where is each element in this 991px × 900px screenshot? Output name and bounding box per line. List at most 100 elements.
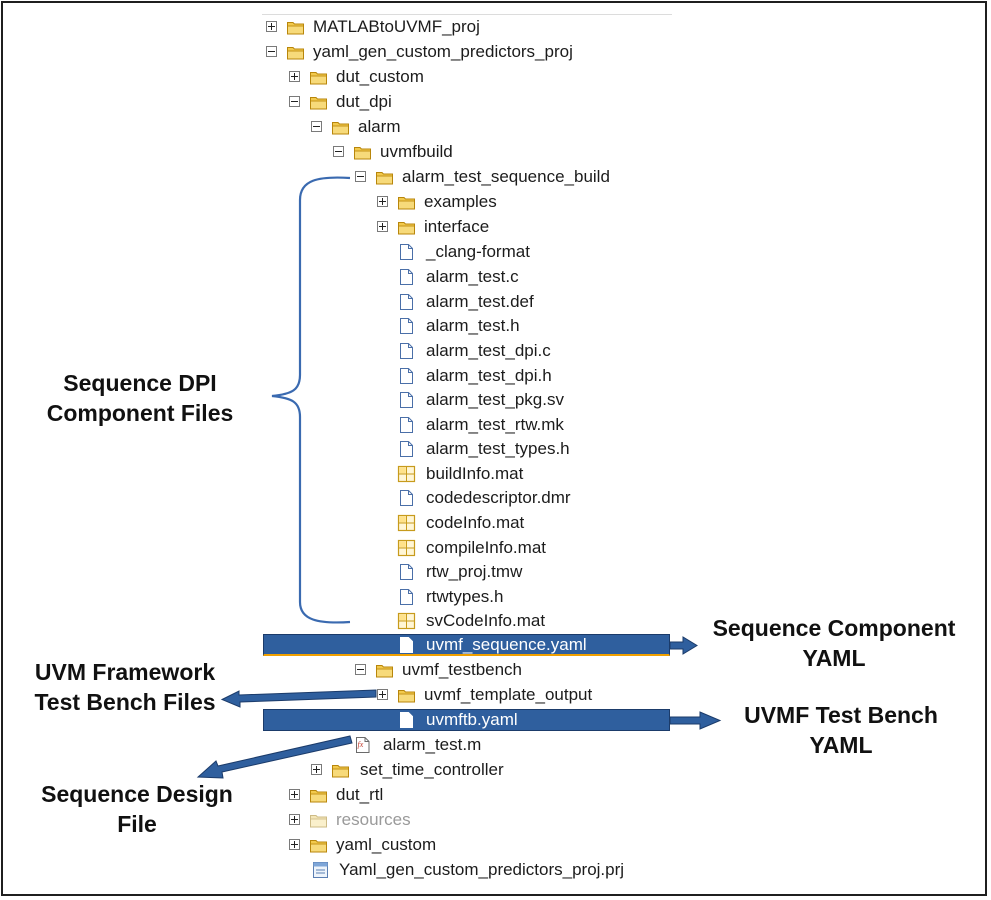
callout-line: Test Bench Files [34,689,216,715]
tree-item-label: yaml_custom [336,835,437,854]
expand-icon[interactable] [266,21,277,32]
expand-icon[interactable] [289,839,300,850]
tree-item-label: interface [424,217,490,236]
matlab-script-icon: fx [353,736,372,754]
folder-icon [309,786,328,804]
tree-item-label: alarm_test_sequence_build [402,167,610,186]
tree-item-label: dut_dpi [336,92,392,111]
tree-top-border [262,14,672,15]
arrow-to-sequence-component-yaml [669,636,698,655]
folder-icon [375,168,394,186]
collapse-icon[interactable] [333,146,344,157]
callout-sequence-component-yaml: Sequence Component YAML [684,613,984,673]
tree-item-label: codeInfo.mat [426,513,525,532]
callout-sequence-design-file: Sequence Design File [14,779,260,839]
callout-line: Sequence Design [41,781,233,807]
tree-item-label: codedescriptor.dmr [426,488,571,507]
tree-item-label: alarm_test.c [426,267,519,286]
callout-sequence-dpi-component-files: Sequence DPI Component Files [20,368,260,428]
callout-uvm-framework-test-bench-files: UVM Framework Test Bench Files [2,657,248,717]
folder-icon [286,18,305,36]
tree-item-label: uvmfbuild [380,142,453,161]
expand-icon[interactable] [377,196,388,207]
file-icon [397,342,416,360]
mat-file-icon [397,612,416,630]
tree-item-label: alarm_test_dpi.c [426,341,551,360]
folder-icon [397,686,416,704]
folder-icon [309,68,328,86]
callout-line: UVM Framework [34,659,216,685]
tree-item-label: buildInfo.mat [426,464,524,483]
file-icon [397,440,416,458]
collapse-icon[interactable] [355,171,366,182]
arrow-to-uvmf-test-bench-yaml [669,711,722,730]
tree-item-label: alarm_test_rtw.mk [426,415,564,434]
file-icon [397,711,416,729]
callout-line: Sequence DPI [63,370,217,396]
tree-item-label: compileInfo.mat [426,538,546,557]
tree-item-label: alarm_test_dpi.h [426,366,552,385]
folder-icon [309,93,328,111]
mat-file-icon [397,539,416,557]
tree-item-label: uvmf_testbench [402,660,523,679]
expand-icon[interactable] [289,789,300,800]
mat-file-icon [397,514,416,532]
expand-icon[interactable] [377,689,388,700]
file-icon [397,317,416,335]
tree-item-label: Yaml_gen_custom_predictors_proj.prj [339,860,625,879]
expand-icon[interactable] [377,221,388,232]
tree-item-label: rtw_proj.tmw [426,562,523,581]
file-icon [397,416,416,434]
tree-item-label: set_time_controller [360,760,504,779]
tree-item-label: alarm_test.m [383,735,482,754]
expand-icon[interactable] [289,814,300,825]
mat-file-icon [397,465,416,483]
tree-item-label: alarm_test_types.h [426,439,570,458]
callout-line: File [117,811,157,837]
arrow-to-sequence-design-file [196,735,353,779]
folder-icon [331,761,350,779]
project-file-icon [311,861,330,879]
folder-icon [309,836,328,854]
callout-uvmf-test-bench-yaml: UVMF Test Bench YAML [716,700,966,760]
tree-item-label: uvmf_template_output [424,685,593,704]
tree-item-label: rtwtypes.h [426,587,504,606]
curly-brace [271,176,351,624]
tree-item-label: alarm_test.h [426,316,520,335]
folder-icon [397,218,416,236]
expand-icon[interactable] [289,71,300,82]
tree-item-label: resources [336,810,411,829]
tree-item-label: dut_custom [336,67,424,86]
file-icon [397,588,416,606]
file-icon [397,367,416,385]
arrow-to-uvm-framework [220,689,377,708]
file-icon [397,563,416,581]
callout-line: Component Files [46,400,234,426]
folder-icon [331,118,350,136]
folder-icon [286,43,305,61]
tree-item-label: alarm [358,117,401,136]
tree-item-label: alarm_test_pkg.sv [426,390,564,409]
file-icon [397,391,416,409]
folder-icon [309,811,328,829]
collapse-icon[interactable] [355,664,366,675]
collapse-icon[interactable] [266,46,277,57]
callout-line: UVMF Test Bench [744,702,938,728]
tree-item-label: dut_rtl [336,785,384,804]
folder-icon [353,143,372,161]
tree-item-label: MATLABtoUVMF_proj [313,17,480,36]
collapse-icon[interactable] [311,121,322,132]
file-icon [397,636,416,654]
collapse-icon[interactable] [289,96,300,107]
file-icon [397,243,416,261]
file-icon [397,293,416,311]
svg-text:fx: fx [358,740,364,749]
tree-item-label: alarm_test.def [426,292,534,311]
callout-line: Sequence Component [712,615,956,641]
folder-icon [397,193,416,211]
expand-icon[interactable] [311,764,322,775]
tree-item-label: uvmftb.yaml [426,710,518,729]
tree-item-label: uvmf_sequence.yaml [426,635,587,654]
